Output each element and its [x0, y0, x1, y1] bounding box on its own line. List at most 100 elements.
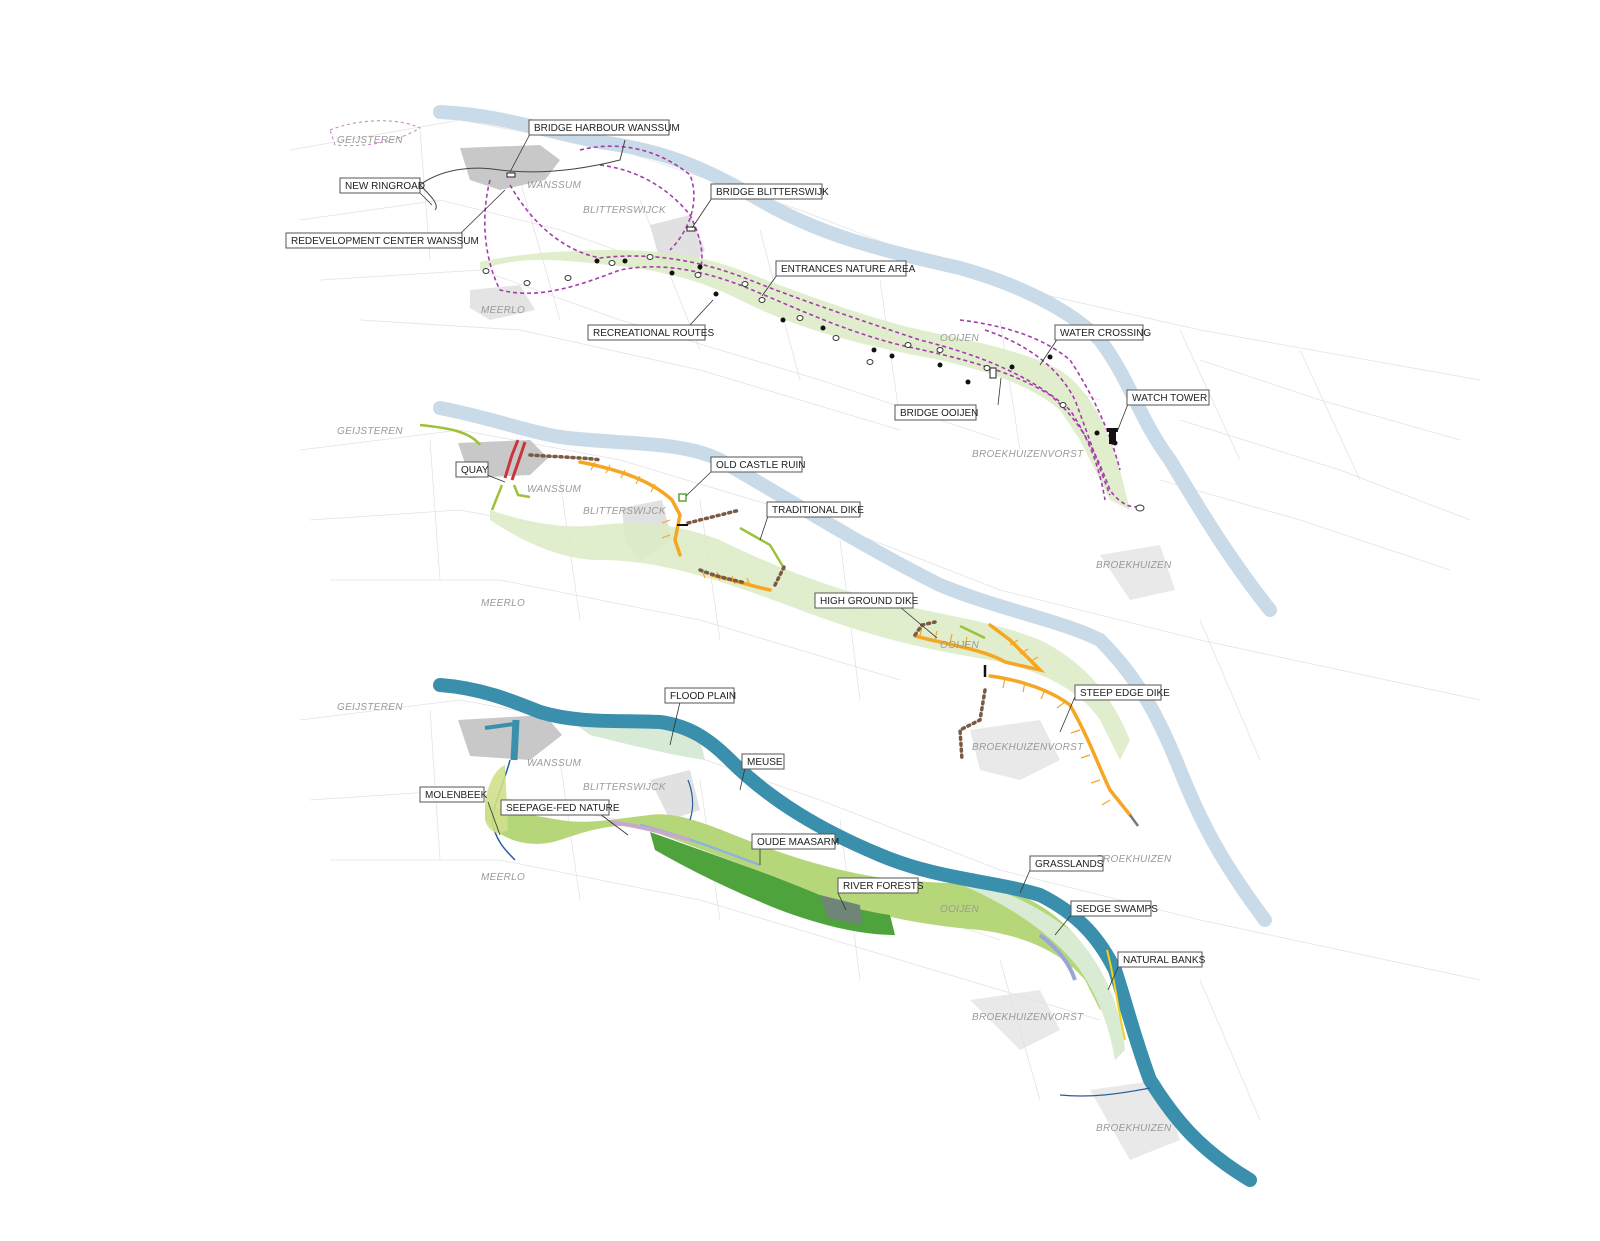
natural-banks-edge	[1106, 949, 1126, 1041]
svg-text:SEDGE SWAMPS: SEDGE SWAMPS	[1076, 904, 1158, 915]
callout-water-crossing: WATER CROSSING	[1039, 324, 1151, 366]
svg-text:TRADITIONAL DIKE: TRADITIONAL DIKE	[772, 505, 864, 516]
town-label: MEERLO	[481, 872, 525, 883]
town-label: BROEKHUIZENVORST	[972, 449, 1084, 460]
urban-meerlo	[470, 285, 535, 320]
bridge-ooijen-icon	[989, 367, 997, 379]
entrance-markers	[482, 254, 1145, 512]
grasslands-area	[950, 875, 1125, 1060]
callout-grasslands: GRASSLANDS	[1019, 855, 1104, 894]
callout-oude-maasarm: OUDE MAASARM	[751, 833, 839, 865]
urban-broekhuizenvorst	[970, 990, 1060, 1050]
svg-text:BRIDGE OOIJEN: BRIDGE OOIJEN	[900, 408, 978, 419]
svg-text:HIGH GROUND DIKE: HIGH GROUND DIKE	[820, 596, 919, 607]
callout-entrances-nature-area: ENTRANCES NATURE AREA	[761, 260, 916, 297]
town-label: BROEKHUIZEN	[1096, 854, 1172, 865]
callout-sedge-swamps: SEDGE SWAMPS	[1054, 900, 1158, 936]
bridge-blitterswijk-icon	[686, 226, 696, 232]
quay-line	[503, 439, 520, 479]
panel-dikes: GEIJSTEREN WANSSUM BLITTERSWIJCK MEERLO …	[299, 401, 1481, 927]
town-label: BLITTERSWIJCK	[583, 782, 667, 793]
callout-old-castle-ruin: OLD CASTLE RUIN	[685, 456, 805, 497]
callout-recreational-routes: RECREATIONAL ROUTES	[587, 299, 714, 341]
svg-text:OUDE MAASARM: OUDE MAASARM	[757, 837, 839, 848]
svg-text:FLOOD PLAIN: FLOOD PLAIN	[670, 691, 736, 702]
meuse-river	[433, 105, 1277, 617]
bridge-harbour-icon	[506, 172, 516, 178]
town-label: MEERLO	[481, 305, 525, 316]
meuse-river-main	[433, 678, 1257, 1187]
town-label: BROEKHUIZEN	[1096, 1123, 1172, 1134]
urban-wanssum	[460, 145, 560, 190]
castle-ruin-icon	[678, 493, 687, 502]
svg-text:WATCH TOWER: WATCH TOWER	[1132, 393, 1207, 404]
town-label: MEERLO	[481, 598, 525, 609]
svg-text:ENTRANCES NATURE AREA: ENTRANCES NATURE AREA	[781, 264, 916, 275]
town-label: GEIJSTEREN	[337, 702, 403, 713]
wanssum-harbour-channel	[510, 719, 520, 761]
town-label: OOIJEN	[940, 333, 980, 344]
callout-meuse: MEUSE	[739, 753, 785, 791]
river-forest-patch	[820, 895, 862, 925]
svg-text:OLD CASTLE RUIN: OLD CASTLE RUIN	[716, 460, 805, 471]
watch-tower-icon	[1107, 428, 1118, 444]
callout-bridge-ooijen: BRIDGE OOIJEN	[894, 377, 1002, 421]
panel-nature: GEIJSTEREN WANSSUM BLITTERSWIJCK MEERLO …	[299, 678, 1481, 1187]
dike-blitterswijck	[578, 460, 682, 557]
urban-blitterswijck	[650, 770, 700, 820]
town-label: OOIJEN	[940, 904, 980, 915]
svg-text:RECREATIONAL ROUTES: RECREATIONAL ROUTES	[593, 328, 714, 339]
callout-quay: QUAY	[455, 461, 506, 483]
svg-text:RIVER FORESTS: RIVER FORESTS	[843, 881, 924, 892]
callout-bridge-blitterswijk: BRIDGE BLITTERSWIJK	[691, 183, 829, 229]
seepage-fed-nature	[609, 820, 691, 842]
svg-text:GRASSLANDS: GRASSLANDS	[1035, 859, 1104, 870]
svg-text:BRIDGE HARBOUR WANSSUM: BRIDGE HARBOUR WANSSUM	[534, 123, 680, 134]
svg-text:BRIDGE BLITTERSWIJK: BRIDGE BLITTERSWIJK	[716, 187, 829, 198]
nature-corridor	[480, 250, 1130, 510]
nature-corridor	[485, 805, 1110, 1010]
svg-text:NATURAL BANKS: NATURAL BANKS	[1123, 955, 1206, 966]
town-label: BROEKHUIZEN	[1096, 560, 1172, 571]
access-star-markers	[594, 258, 1118, 446]
svg-text:NEW RINGROAD: NEW RINGROAD	[345, 181, 425, 192]
callout-flood-plain: FLOOD PLAIN	[664, 687, 736, 746]
callout-steep-edge-dike: STEEP EDGE DIKE	[1059, 684, 1170, 733]
svg-text:QUAY: QUAY	[461, 465, 489, 476]
brown-dike-wanssum	[528, 453, 602, 462]
panel-recreation: GEIJSTEREN WANSSUM BLITTERSWIJCK MEERLO …	[285, 105, 1481, 617]
town-label: GEIJSTEREN	[337, 426, 403, 437]
green-dike-geijsteren	[419, 423, 481, 446]
new-ringroad-line	[419, 139, 626, 211]
town-label: BLITTERSWIJCK	[583, 205, 667, 216]
callout-river-forests: RIVER FORESTS	[837, 877, 924, 911]
urban-broekhuizen	[1090, 1080, 1180, 1160]
svg-text:MOLENBEEK: MOLENBEEK	[425, 790, 488, 801]
svg-text:STEEP EDGE DIKE: STEEP EDGE DIKE	[1080, 688, 1170, 699]
town-label: BLITTERSWIJCK	[583, 506, 667, 517]
town-label: WANSSUM	[527, 180, 582, 191]
recreational-routes	[329, 120, 1141, 508]
urban-broekhuizenvorst	[970, 720, 1060, 780]
town-label: BROEKHUIZENVORST	[972, 742, 1084, 753]
callout-redevelopment-center-wanssum: REDEVELOPMENT CENTER WANSSUM	[285, 189, 506, 249]
callout-seepage-fed-nature: SEEPAGE-FED NATURE	[500, 799, 629, 836]
urban-broekhuizen	[1100, 545, 1175, 600]
town-label: OOIJEN	[940, 640, 980, 651]
callout-new-ringroad: NEW RINGROAD	[339, 177, 433, 206]
callout-watch-tower: WATCH TOWER	[1116, 389, 1210, 433]
town-label: GEIJSTEREN	[337, 135, 403, 146]
callout-traditional-dike: TRADITIONAL DIKE	[759, 501, 864, 541]
meuse-river	[433, 401, 1272, 927]
steep-edge-dike-line	[988, 674, 1132, 817]
traditional-dike-line	[739, 526, 787, 571]
svg-text:MEUSE: MEUSE	[747, 757, 783, 768]
town-label: WANSSUM	[527, 758, 582, 769]
callout-high-ground-dike: HIGH GROUND DIKE	[814, 592, 938, 639]
sedge-swamps	[1038, 933, 1077, 981]
high-ground-dike-line	[913, 623, 1046, 674]
town-label: BROEKHUIZENVORST	[972, 1012, 1084, 1023]
urban-wanssum	[458, 715, 562, 760]
callout-molenbeek: MOLENBEEK	[419, 786, 501, 836]
